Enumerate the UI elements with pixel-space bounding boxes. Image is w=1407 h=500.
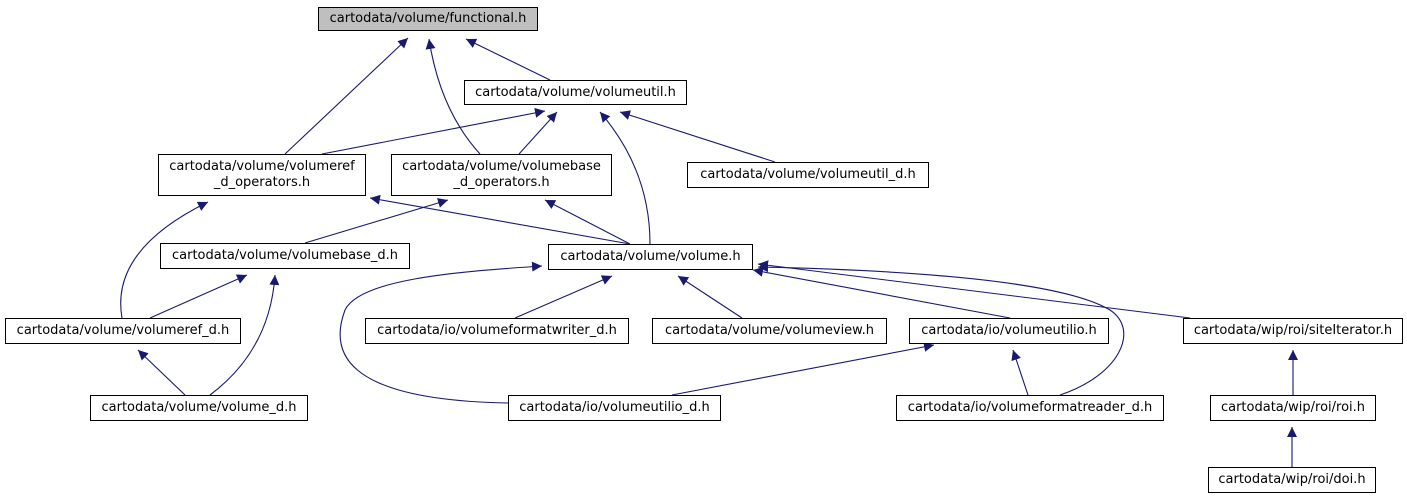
node-volumeutil-h[interactable]: cartodata/volume/volumeutil.h xyxy=(464,80,687,105)
node-label: cartodata/wip/roi/siteIterator.h xyxy=(1193,323,1393,338)
node-volume-h[interactable]: cartodata/volume/volume.h xyxy=(548,244,753,270)
node-volumeutilio-h[interactable]: cartodata/io/volumeutilio.h xyxy=(909,318,1109,344)
node-label: cartodata/volume/volume_d.h xyxy=(101,400,297,415)
edge-volumeutilio_d-to-volume xyxy=(339,261,543,404)
node-volumebase-d-h[interactable]: cartodata/volume/volumebase_d.h xyxy=(160,243,410,269)
node-label: cartodata/volume/volume.h xyxy=(560,249,741,264)
node-label: cartodata/io/volumeutilio_d.h xyxy=(519,400,710,415)
node-label: cartodata/io/volumeformatwriter_d.h xyxy=(377,323,617,338)
node-volumeref-d-operators-h[interactable]: cartodata/volume/volumeref _d_operators.… xyxy=(158,154,366,196)
node-doi-h[interactable]: cartodata/wip/roi/doi.h xyxy=(1208,467,1376,493)
edge-volumeref_d-to-volumeref_ops xyxy=(120,201,209,319)
node-volumeformatwriter-d-h[interactable]: cartodata/io/volumeformatwriter_d.h xyxy=(365,318,629,344)
node-volumeref-d-h[interactable]: cartodata/volume/volumeref_d.h xyxy=(5,318,241,344)
node-volume-d-h[interactable]: cartodata/volume/volume_d.h xyxy=(90,395,308,421)
node-volumeutil-d-h[interactable]: cartodata/volume/volumeutil_d.h xyxy=(687,162,929,188)
edge-volumeref_d-to-volumebase_d xyxy=(149,274,248,319)
node-label: cartodata/volume/functional.h xyxy=(329,11,527,26)
edge-volumeutil-to-functional xyxy=(465,38,551,81)
edge-volume_d-to-volumebase_d xyxy=(209,274,280,396)
edge-volumeutilio-to-volume xyxy=(752,266,1011,319)
edge-volumeutil_d-to-volumeutil xyxy=(619,110,776,163)
edge-volumeformatwriter_d-to-volume xyxy=(514,275,613,319)
node-label: cartodata/volume/volumeview.h xyxy=(665,323,874,338)
node-functional-h[interactable]: cartodata/volume/functional.h xyxy=(318,7,538,31)
node-label: cartodata/wip/roi/roi.h xyxy=(1220,400,1366,415)
edge-volume-to-volumeutil xyxy=(599,111,651,245)
node-volumeutilio-d-h[interactable]: cartodata/io/volumeutilio_d.h xyxy=(508,395,721,421)
node-label-line-2: _d_operators.h xyxy=(213,175,311,190)
node-label: cartodata/wip/roi/doi.h xyxy=(1218,472,1366,487)
edge-volume_d-to-volumeref_d xyxy=(137,349,186,396)
node-label: cartodata/volume/volumeref_d.h xyxy=(16,323,230,338)
node-label: cartodata/io/volumeutilio.h xyxy=(921,323,1097,338)
node-volumeformatreader-d-h[interactable]: cartodata/io/volumeformatreader_d.h xyxy=(896,395,1164,421)
edge-volume-to-volumeref_ops xyxy=(369,194,631,245)
node-volumebase-d-operators-h[interactable]: cartodata/volume/volumebase _d_operators… xyxy=(391,154,612,196)
node-label: cartodata/volume/volumeutil.h xyxy=(475,84,676,100)
edge-volumeformatreader_d-to-volume xyxy=(757,262,1125,396)
node-label: cartodata/volume/volumeutil_d.h xyxy=(700,167,916,182)
node-roi-h[interactable]: cartodata/wip/roi/roi.h xyxy=(1210,395,1376,421)
node-label: cartodata/io/volumeformatreader_d.h xyxy=(907,400,1153,415)
node-label-line-2: _d_operators.h xyxy=(453,175,550,190)
edge-volume-to-volumebase_ops xyxy=(544,199,631,245)
node-label-line-1: cartodata/volume/volumeref xyxy=(169,159,355,174)
edge-volumebase_d-to-volumebase_ops xyxy=(304,198,449,244)
edge-siteiterator-to-volume xyxy=(757,260,1191,319)
node-label-line-1: cartodata/volume/volumebase xyxy=(402,159,601,174)
node-volumeview-h[interactable]: cartodata/volume/volumeview.h xyxy=(652,318,887,344)
edge-volumebase_ops-to-functional xyxy=(425,38,481,155)
edge-volumeview-to-volume xyxy=(677,275,743,319)
edge-volumeref_ops-to-volumeutil xyxy=(321,107,546,155)
edge-volumeutilio_d-to-volumeutilio xyxy=(671,341,935,396)
edge-volumeref_ops-to-functional xyxy=(284,37,409,155)
edge-volumeformatreader_d-to-volumeutilio xyxy=(1011,349,1029,396)
edge-volumebase_ops-to-volumeutil xyxy=(518,111,558,155)
node-label: cartodata/volume/volumebase_d.h xyxy=(172,248,398,263)
node-siteiterator-h[interactable]: cartodata/wip/roi/siteIterator.h xyxy=(1183,318,1403,344)
